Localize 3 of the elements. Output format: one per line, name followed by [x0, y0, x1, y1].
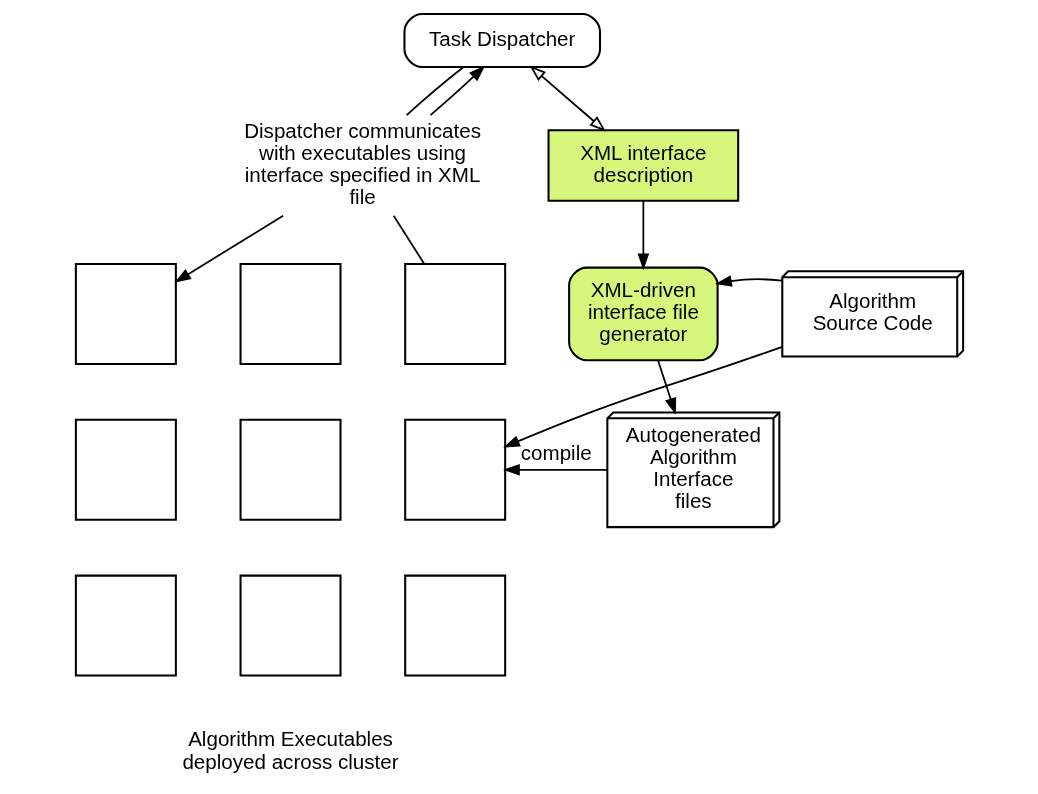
label: Algorithm Executables deployed across cluster — [181, 727, 399, 773]
edge-label: compile — [520, 440, 592, 464]
node-text: Dispatcher communicates with executables using interface specified in XML file — [243, 118, 481, 208]
